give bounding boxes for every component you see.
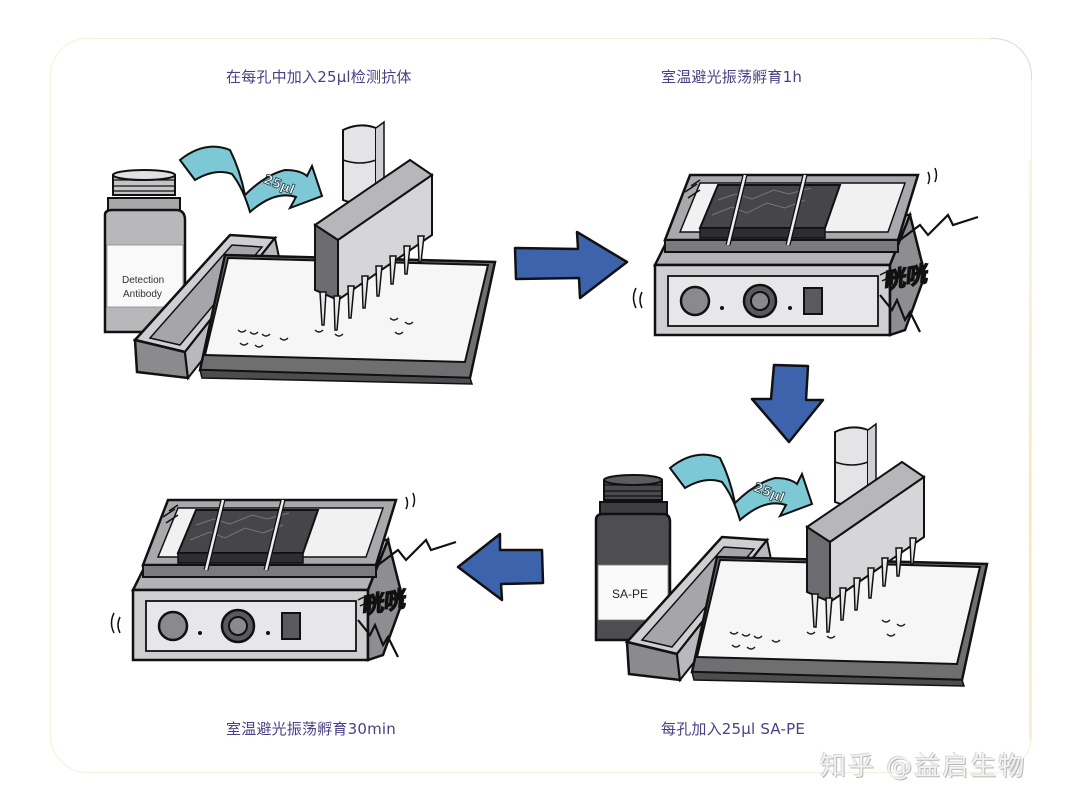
flow-arrow-down	[750, 363, 825, 444]
pour-arrow: 25μl	[668, 453, 814, 522]
pour-arrow: 25μl	[178, 145, 324, 214]
detection-antibody-bottle: Detection Antibody	[103, 169, 187, 334]
step-2-illustration: 咣咣	[634, 168, 979, 335]
step-3-illustration: SA-PE 25μl	[594, 423, 989, 688]
step-2-caption: 室温避光振荡孵育1h	[661, 68, 803, 86]
watermark: 知乎 @益启生物	[820, 752, 1027, 782]
flow-arrow-right	[513, 230, 629, 300]
step-3-caption: 每孔加入25μl SA-PE	[661, 720, 806, 738]
frame-edge	[1029, 160, 1031, 740]
bottle-label-line2: Antibody	[123, 289, 162, 300]
bottle-label-line1: Detection	[122, 275, 164, 286]
shaker	[112, 493, 457, 660]
step-1-illustration: Detection Antibody 25μl	[103, 121, 497, 386]
flow-arrow-left	[456, 532, 545, 602]
step-4-illustration: 咣咣	[112, 493, 457, 660]
step-1-caption: 在每孔中加入25μl检测抗体	[226, 68, 412, 86]
bottle-label: SA-PE	[612, 587, 648, 601]
step-4-caption: 室温避光振荡孵育30min	[226, 720, 396, 738]
shaker	[634, 168, 979, 335]
